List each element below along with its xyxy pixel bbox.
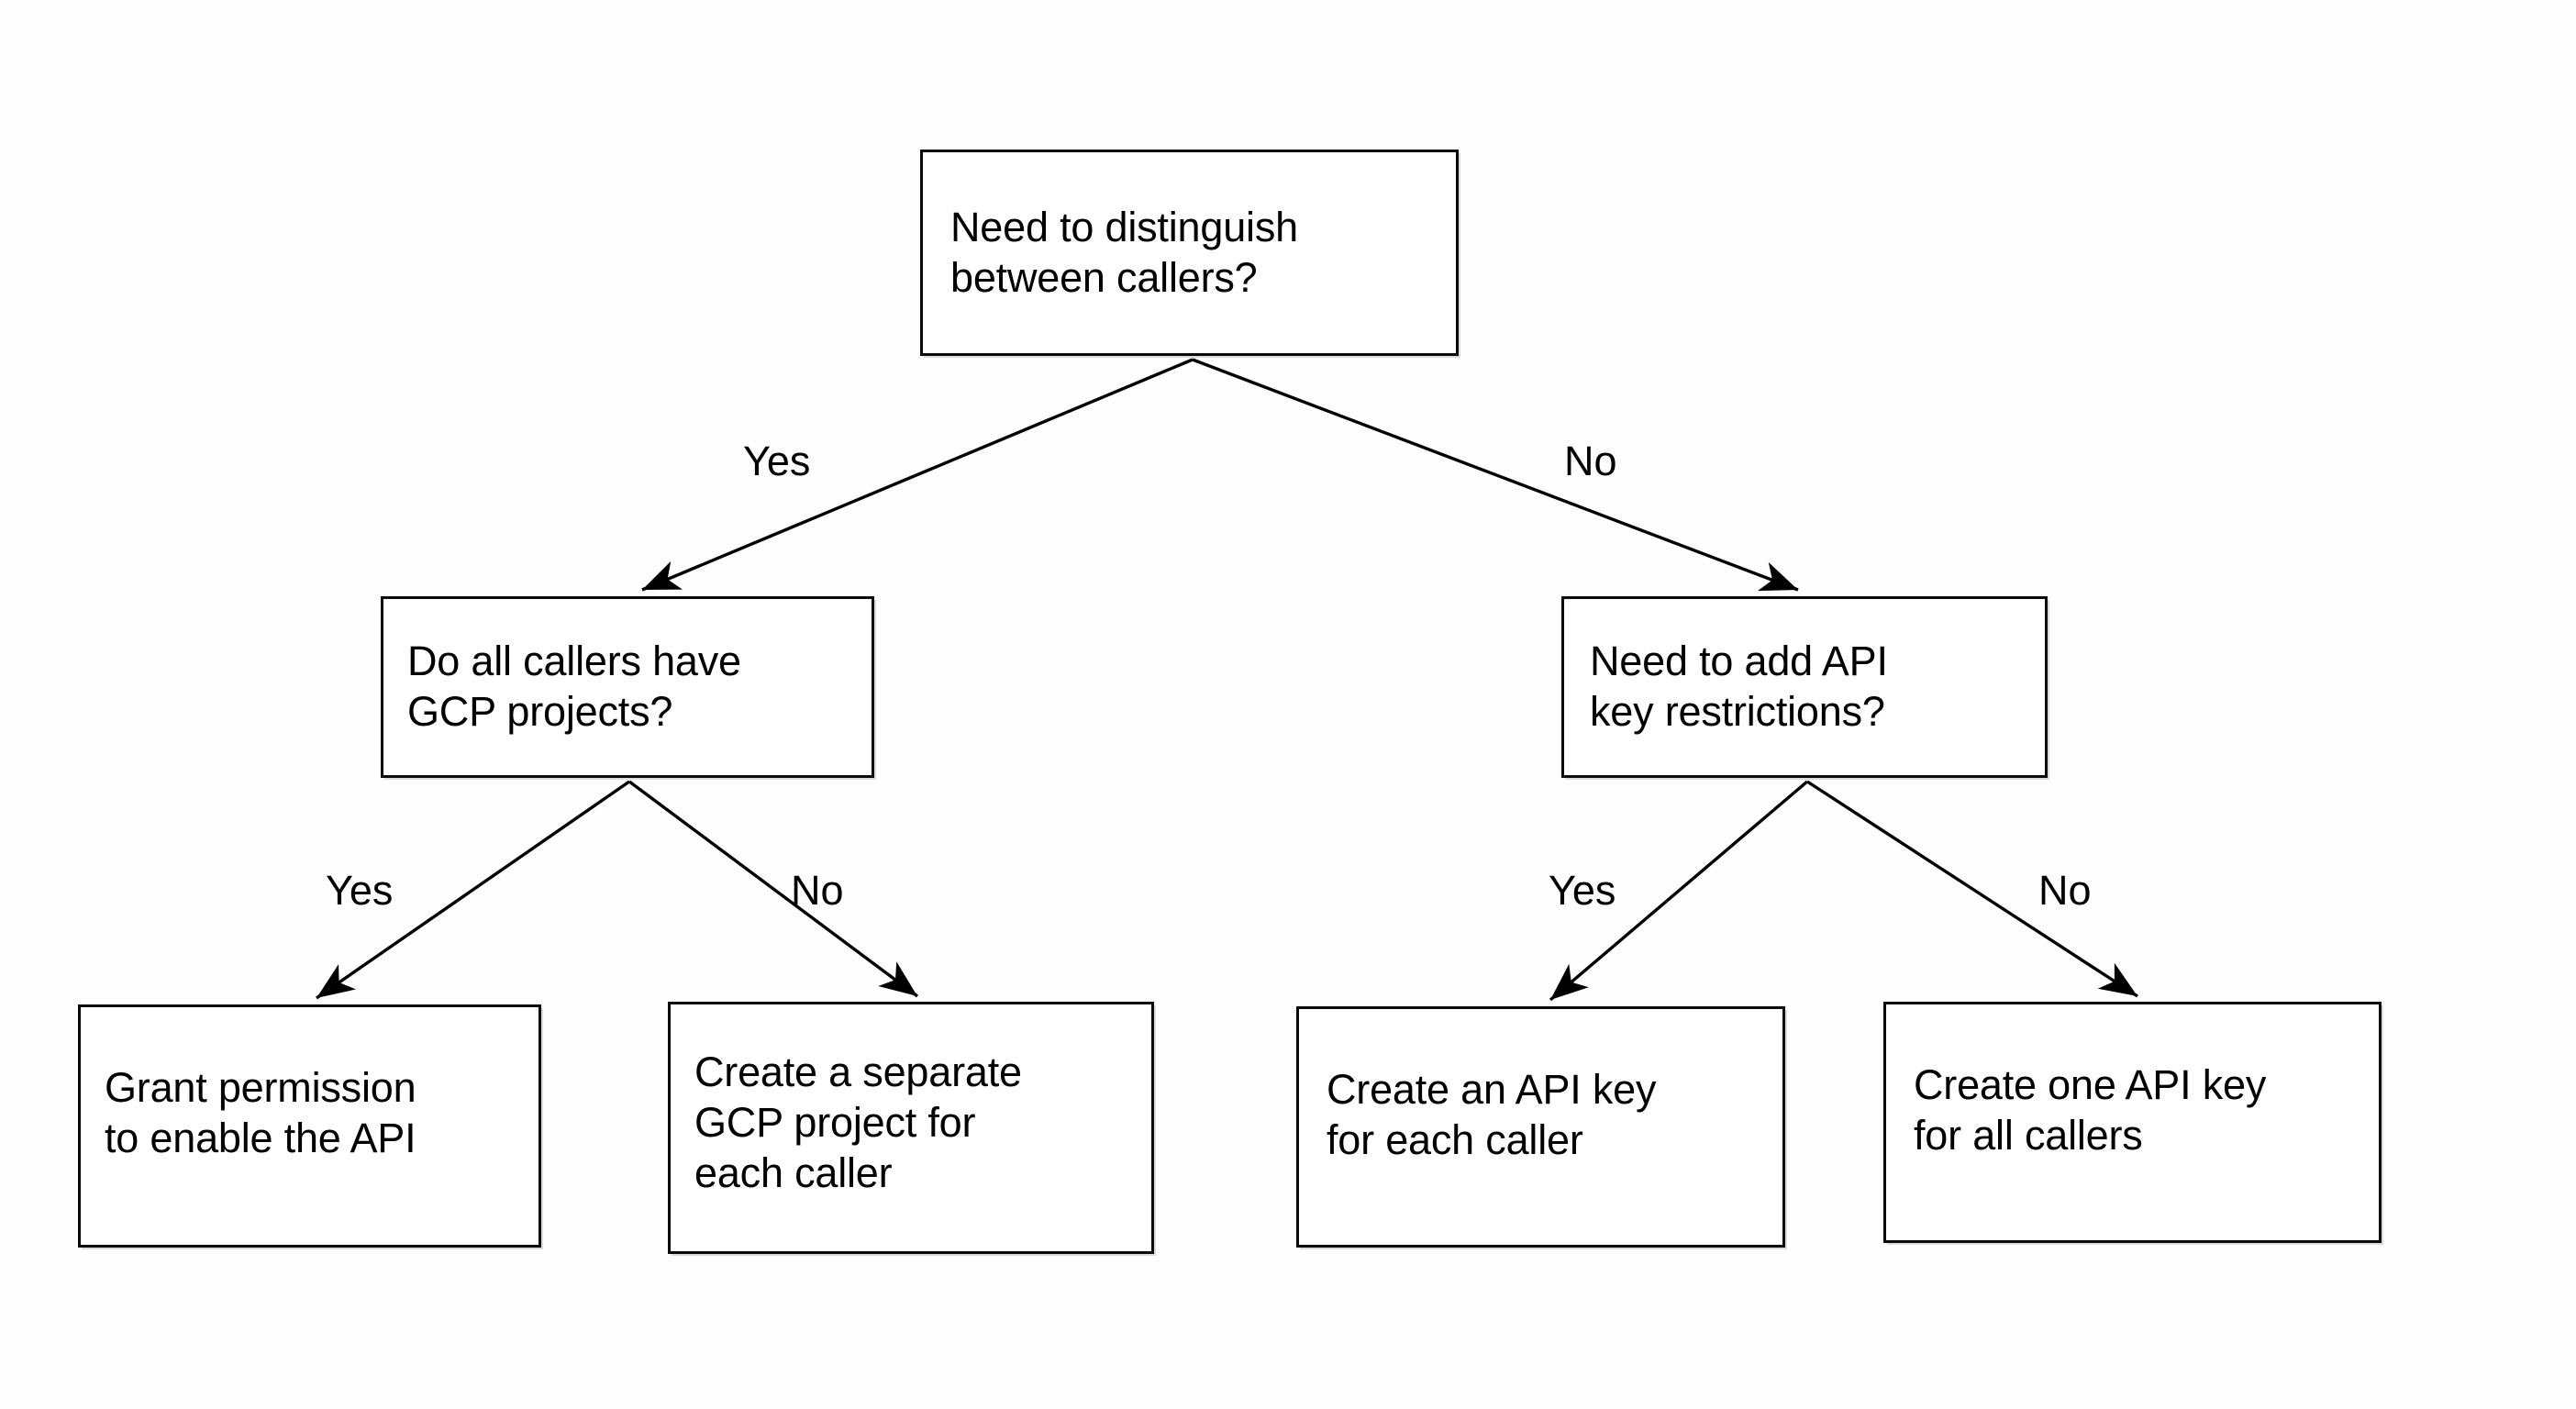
outcome-node-create-separate-gcp-project[interactable]: Create a separate GCP project for each c…: [668, 1002, 1154, 1254]
edge-root-no: [1192, 358, 1799, 592]
node-label: Grant permission to enable the API: [105, 1063, 416, 1161]
node-label: Need to add API key restrictions?: [1590, 638, 1888, 735]
edge-restr-yes: [1549, 780, 1809, 1002]
decision-node-need-add-api-key-restrictions[interactable]: Need to add API key restrictions?: [1561, 596, 2048, 778]
outcome-node-create-one-api-key-all-callers[interactable]: Create one API key for all callers: [1883, 1002, 2382, 1243]
edge-label-key-restrictions-yes: Yes: [1549, 867, 1616, 914]
edge-label-root-yes: Yes: [743, 438, 811, 484]
edge-gcp-yes: [316, 780, 630, 1000]
edge-gcp-no: [627, 780, 919, 998]
edge-label-gcp-projects-no: No: [791, 867, 844, 914]
node-label: Create one API key for all callers: [1914, 1060, 2267, 1159]
node-label: Do all callers have GCP projects?: [407, 638, 741, 735]
node-label: Create a separate GCP project for each c…: [694, 1048, 1022, 1196]
edge-label-gcp-projects-yes: Yes: [326, 867, 394, 914]
edge-label-root-no: No: [1564, 438, 1617, 484]
edge-restr-no: [1806, 780, 2138, 998]
outcome-node-create-api-key-each-caller[interactable]: Create an API key for each caller: [1296, 1006, 1785, 1248]
decision-node-need-distinguish-callers[interactable]: Need to distinguish between callers?: [920, 150, 1459, 356]
outcome-node-grant-permission-enable-api[interactable]: Grant permission to enable the API: [78, 1004, 541, 1248]
edge-root-yes: [641, 358, 1194, 592]
node-label: Need to distinguish between callers?: [950, 203, 1298, 301]
node-label: Create an API key for each caller: [1327, 1065, 1657, 1163]
decision-node-do-all-callers-have-gcp-projects[interactable]: Do all callers have GCP projects?: [381, 596, 874, 778]
edge-label-key-restrictions-no: No: [2038, 867, 2092, 914]
